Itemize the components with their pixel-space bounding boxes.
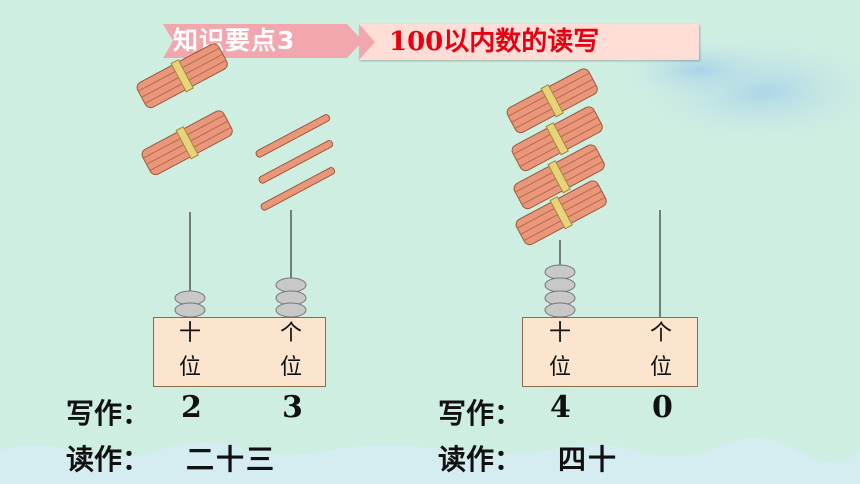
ones-label-bottom: 位 [649,355,672,380]
tens-label-bottom: 位 [548,355,571,380]
topic-title: 100以内数的读写 [359,24,699,60]
bead [544,264,576,280]
single-stick [255,114,331,158]
stick-bundle [515,180,607,246]
stick-bundle [136,43,228,109]
bead [544,302,576,318]
right-place-value-box: 十 位 个 位 [522,317,698,387]
right-write-tens: 4 [550,390,571,425]
right-read-label: 读作： [438,443,523,476]
left-write-ones: 3 [282,390,303,425]
left-read-value: 二十三 [186,443,277,476]
stick-bundle [141,110,233,176]
bead [275,302,307,318]
bottom-wave [0,438,860,484]
right-write-label: 写作： [438,397,523,430]
left-write-tens: 2 [181,390,202,425]
bead [174,302,206,318]
left-place-value-box: 十 位 个 位 [153,317,326,387]
left-write-label: 写作： [66,397,151,430]
ones-label-top: 个 [279,321,302,346]
bead [275,277,307,293]
ones-label-top: 个 [649,321,672,346]
tens-label-bottom: 位 [178,355,201,380]
right-read-value: 四十 [558,443,619,476]
stick-bundle [513,144,605,210]
left-read-label: 读作： [66,443,151,476]
stick-bundle [506,68,598,134]
bead [544,277,576,293]
tens-label-top: 十 [178,321,201,346]
tens-label-top: 十 [548,321,571,346]
single-stick [260,167,336,211]
right-write-ones: 0 [652,390,673,425]
stick-bundle [511,106,603,172]
single-stick [258,140,334,184]
ones-label-bottom: 位 [279,355,302,380]
